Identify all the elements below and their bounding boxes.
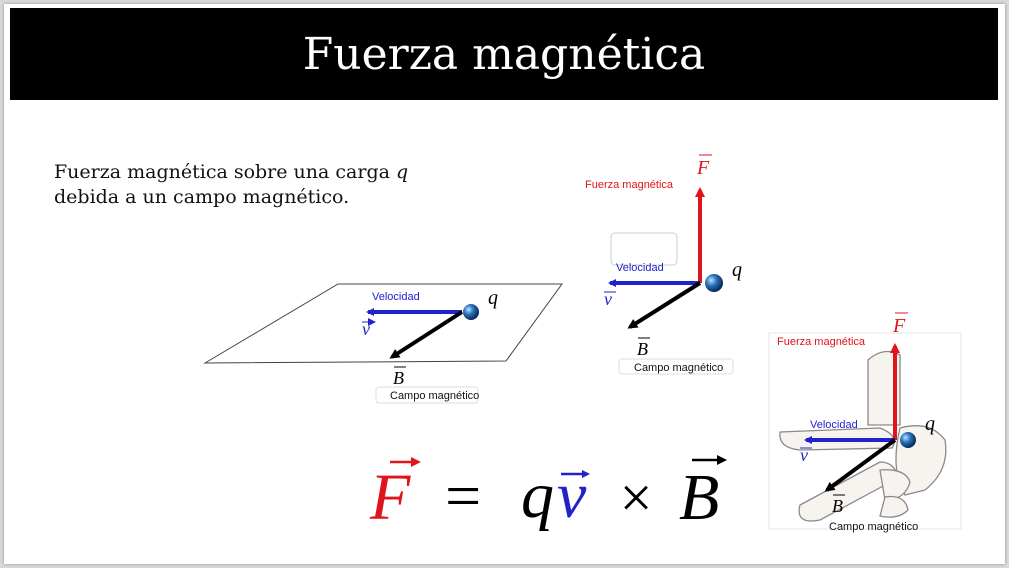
axes-v-symbol: v: [604, 289, 616, 309]
hand-diagram: Fuerza magnética F Velocidad q v B Campo…: [768, 312, 962, 533]
title-bar: Fuerza magnética: [10, 8, 998, 100]
axes-b-symbol: B: [637, 337, 650, 359]
slide-title: Fuerza magnética: [302, 28, 706, 80]
plane-field-arrow: [389, 310, 464, 359]
svg-text:v: v: [362, 319, 370, 339]
axes-empty-box: [610, 232, 678, 266]
description-line-1: Fuerza magnética sobre una carga: [54, 161, 390, 183]
description-variable: q: [395, 161, 409, 183]
hand-v-symbol: v: [800, 445, 812, 465]
svg-text:B: B: [637, 339, 648, 359]
formula-equals: =: [441, 460, 484, 531]
hand-force-label: Fuerza magnética: [777, 336, 866, 348]
plane-surface: [203, 283, 563, 364]
svg-text:v: v: [800, 445, 808, 465]
axes-f-symbol: F: [696, 154, 712, 179]
plane-b-symbol: B: [393, 366, 406, 388]
formula-velocity: v: [557, 459, 590, 532]
lorentz-formula: F = q v × B: [369, 455, 727, 534]
formula-field: B: [679, 455, 727, 534]
svg-text:F: F: [892, 315, 906, 337]
formula-cross: ×: [616, 465, 655, 530]
plane-velocity-label: Velocidad: [372, 291, 420, 303]
plane-field-label: Campo magnético: [390, 390, 479, 402]
hand-charge-label: q: [925, 413, 935, 435]
formula-charge: q: [521, 459, 554, 532]
svg-text:B: B: [679, 461, 719, 534]
formula-force: F: [369, 457, 421, 534]
axes-charge-ball: [705, 274, 723, 292]
svg-text:F: F: [369, 461, 411, 534]
axes-field-arrow: [627, 281, 702, 329]
plane-v-symbol: v: [362, 318, 376, 339]
hand-field-label: Campo magnético: [829, 521, 918, 533]
hand-charge-ball: [900, 432, 916, 448]
plane-charge-label: q: [488, 287, 498, 309]
hand-b-symbol: B: [832, 494, 845, 516]
hand-f-symbol: F: [892, 312, 908, 337]
svg-text:B: B: [393, 368, 404, 388]
axes-charge-label: q: [732, 259, 742, 281]
axes-velocity-label: Velocidad: [616, 262, 664, 274]
hand-field-arrow: [824, 438, 897, 492]
svg-text:v: v: [604, 289, 612, 309]
axes-diagram: Fuerza magnética F Velocidad q v B Campo…: [585, 154, 742, 375]
axes-field-label: Campo magnético: [634, 362, 723, 374]
hand-velocity-label: Velocidad: [810, 419, 858, 431]
svg-text:B: B: [832, 496, 843, 516]
slide: Fuerza magnética Fuerza magnética sobre …: [4, 4, 1005, 564]
description-line-2: debida a un campo magnético.: [54, 186, 350, 208]
svg-text:F: F: [696, 157, 710, 179]
axes-force-label: Fuerza magnética: [585, 179, 674, 191]
svg-text:v: v: [557, 459, 587, 532]
description: Fuerza magnética sobre una carga q debid…: [54, 160, 474, 210]
plane-diagram: Velocidad q v B Campo magnético: [203, 283, 563, 404]
plane-charge-ball: [463, 304, 479, 320]
